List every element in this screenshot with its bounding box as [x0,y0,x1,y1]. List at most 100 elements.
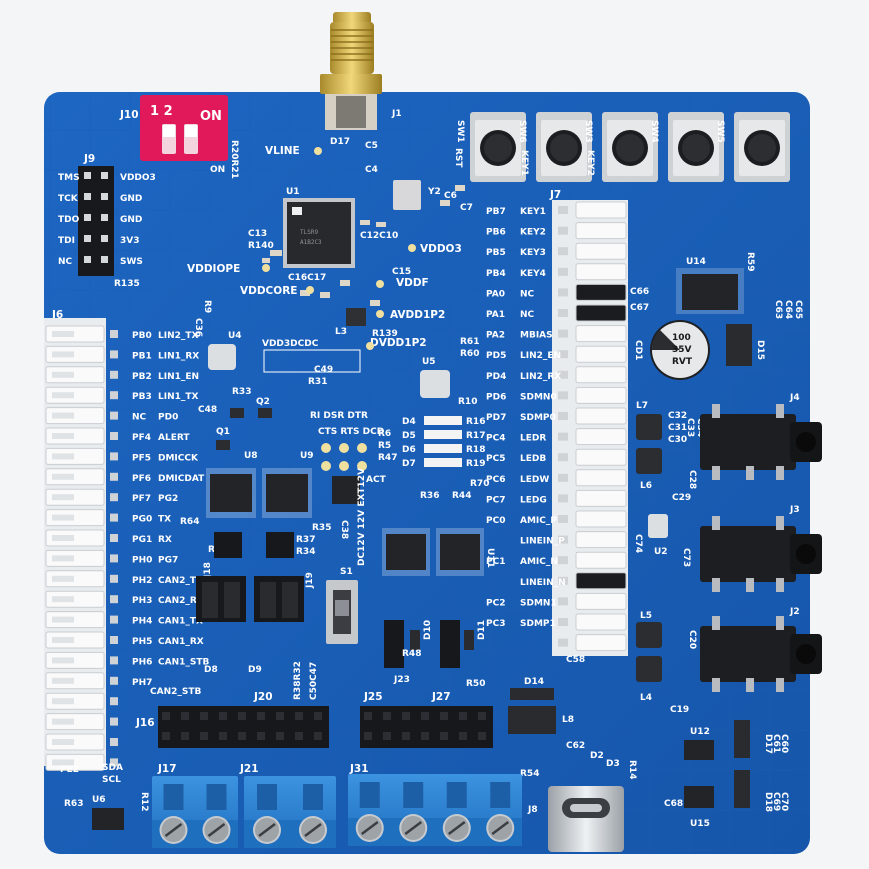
right-header-slot[interactable] [558,366,627,384]
tact-button[interactable] [668,112,724,182]
right-header-slot[interactable] [558,263,627,281]
left-pin-header-j6[interactable] [44,318,118,771]
right-header-slot[interactable] [558,489,627,507]
right-header-slot[interactable] [558,572,627,590]
left-header-slot[interactable] [45,447,118,465]
right-header-slot[interactable] [558,283,627,301]
right-pin-signal: LEDW [520,475,549,485]
right-header-slot[interactable] [558,222,627,240]
screw-terminal-block[interactable] [152,776,238,848]
right-pin-name: PC2 [486,598,505,608]
diode-d14 [510,688,554,700]
left-header-slot[interactable] [45,509,118,527]
inductors-right [636,414,662,682]
left-header-slot[interactable] [45,692,118,710]
left-header-slot[interactable] [45,733,118,751]
jumper-block-j19[interactable] [254,576,304,622]
right-header-slot[interactable] [558,325,627,343]
left-header-slot[interactable] [45,631,118,649]
audio-jacks[interactable] [700,404,822,692]
left-header-slot[interactable] [45,570,118,588]
right-header-slot[interactable] [558,386,627,404]
left-header-slot[interactable] [45,753,118,771]
right-header-slot[interactable] [558,345,627,363]
audio-jack[interactable] [700,516,822,592]
jumper-block-j18[interactable] [196,576,246,622]
left-pin-name: PH5 [132,637,152,647]
right-header-slot[interactable] [558,551,627,569]
label-c63: C63 [773,300,783,319]
label-r64: R64 [180,517,199,527]
jumper-pairs-top[interactable] [214,532,294,558]
right-header-slot[interactable] [558,201,627,219]
label-c50c47: C50C47 [309,662,319,700]
tact-button[interactable] [602,112,658,182]
screw-terminals[interactable] [152,774,522,848]
right-header-slot[interactable] [558,428,627,446]
right-pin-header-j7[interactable] [552,200,628,656]
right-pin-signal: LEDG [520,495,547,505]
pin-header-2row[interactable] [158,706,329,748]
label-j23: J23 [393,675,410,685]
left-pin-signal: CAN1_STB [158,657,209,667]
left-pin-name: PH3 [132,596,152,606]
left-header-slot[interactable] [45,529,118,547]
left-header-slot[interactable] [45,468,118,486]
tact-buttons[interactable] [470,112,790,182]
label-j31: J31 [349,763,369,775]
jtag-header-j9[interactable] [78,166,114,276]
left-header-slot[interactable] [45,345,118,363]
right-header-slot[interactable] [558,592,627,610]
svg-text:RVT: RVT [672,357,693,367]
bottom-pin-headers[interactable] [158,706,493,748]
right-header-slot[interactable] [558,469,627,487]
dip-switch[interactable] [140,95,228,161]
right-header-slot[interactable] [558,448,627,466]
left-header-slot[interactable] [45,611,118,629]
right-header-slot[interactable] [558,531,627,549]
right-header-slot[interactable] [558,242,627,260]
screw-terminal-block[interactable] [244,776,336,848]
audio-jack[interactable] [700,616,822,692]
left-header-slot[interactable] [45,651,118,669]
label-vline: VLINE [265,145,300,157]
screw-terminal-block[interactable] [348,774,522,846]
left-header-slot[interactable] [45,549,118,567]
tact-button[interactable] [470,112,526,182]
right-header-slot[interactable] [558,304,627,322]
right-header-slot[interactable] [558,510,627,528]
diode-d11 [464,630,474,650]
left-header-slot[interactable] [45,366,118,384]
label-r61: R61 [460,337,479,347]
tact-button[interactable] [734,112,790,182]
right-header-slot[interactable] [558,634,627,652]
left-header-slot[interactable] [45,672,118,690]
left-header-slot[interactable] [45,488,118,506]
left-header-slot[interactable] [45,325,118,343]
usb-c-connector[interactable] [548,786,624,852]
right-header-slot[interactable] [558,613,627,631]
pin-header-2row[interactable] [360,706,493,748]
svg-text:KEY1: KEY1 [519,150,529,176]
tact-button[interactable] [536,112,592,182]
label-u5: U5 [422,357,436,367]
left-header-slot[interactable] [45,713,118,731]
left-pin-name: PG0 [132,515,152,525]
chip-u15 [684,786,714,808]
audio-jack[interactable] [700,404,822,480]
svg-text:RST: RST [453,148,463,168]
left-header-slot[interactable] [45,407,118,425]
label-c28: C28 [687,470,697,489]
jumper-j23[interactable] [384,620,460,668]
right-pin-signal: SDMP0 [520,413,556,423]
label-r47: R47 [378,453,397,463]
label-r140: R140 [248,241,274,251]
left-header-slot[interactable] [45,427,118,445]
label-c70: C70 [779,792,789,811]
power-slide-switch[interactable] [326,580,358,644]
left-header-slot[interactable] [45,386,118,404]
transceiver-u8 [206,468,256,518]
right-header-slot[interactable] [558,407,627,425]
left-header-slot[interactable] [45,590,118,608]
